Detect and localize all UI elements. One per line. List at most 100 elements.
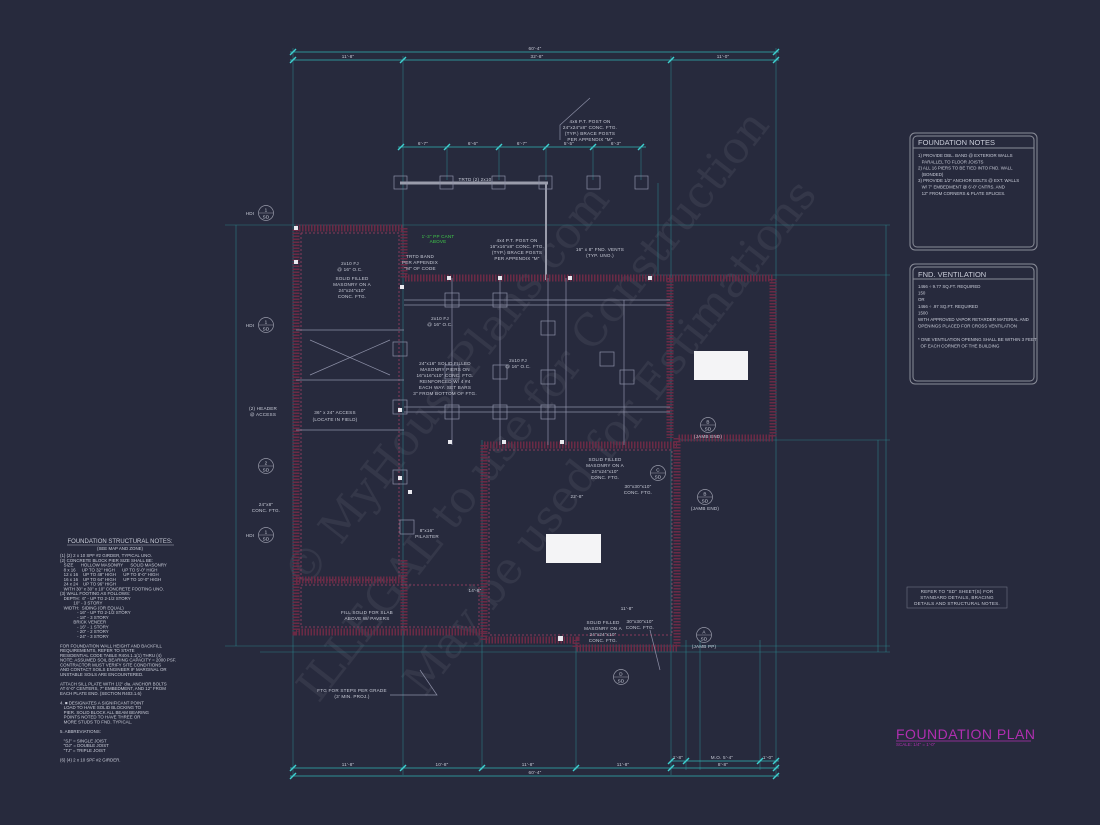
svg-text:SD: SD bbox=[702, 499, 709, 504]
note-line: - 16" - UP TO 2-1/2 STORY bbox=[60, 610, 131, 615]
svg-text:SD: SD bbox=[263, 327, 270, 332]
svg-text:DETAILS AND STRUCTURAL NOTES.: DETAILS AND STRUCTURAL NOTES. bbox=[914, 601, 1000, 606]
svg-text:SD: SD bbox=[655, 475, 662, 480]
svg-text:PILASTER: PILASTER bbox=[415, 534, 439, 539]
svg-text:(2) HEADER: (2) HEADER bbox=[249, 406, 278, 411]
svg-text:SOLID FILLED: SOLID FILLED bbox=[586, 620, 620, 625]
note-line: "TJ" = TRIPLE JOIST bbox=[60, 748, 106, 753]
svg-text:SOLID FILLED: SOLID FILLED bbox=[335, 276, 369, 281]
note-line: 2) ALL 16 PIERS TO BE TIED INTO FND. WAL… bbox=[918, 166, 1013, 171]
svg-text:TRTD BAND: TRTD BAND bbox=[406, 254, 434, 259]
svg-text:ABOVE W/ PAVERS: ABOVE W/ PAVERS bbox=[345, 616, 390, 621]
svg-text:@ 16" O.C.: @ 16" O.C. bbox=[427, 322, 452, 327]
svg-text:1'-3" PP CANT: 1'-3" PP CANT bbox=[422, 234, 455, 239]
note-line: - 20" - 2 STORY bbox=[60, 629, 109, 634]
svg-text:CONC. FTG.: CONC. FTG. bbox=[624, 490, 653, 495]
svg-text:TRTD (2) 2x10: TRTD (2) 2x10 bbox=[459, 177, 492, 182]
svg-text:8'-8": 8'-8" bbox=[718, 762, 728, 767]
svg-text:14'-8": 14'-8" bbox=[469, 588, 482, 593]
ventilation-box: FND. VENTILATION 1466 ÷ 9.77 SQ.FT. REQU… bbox=[909, 263, 1038, 385]
note-line: 4. ■ DESIGNATES A SIGNIFICANT POINT bbox=[60, 700, 144, 705]
section-marker: DSD bbox=[613, 669, 629, 685]
svg-text:1'-8": 1'-8" bbox=[673, 755, 683, 760]
note-line: (3) WALL FOOTING AS FOLLOWS: bbox=[60, 591, 130, 596]
svg-text:PER APPENDIX: PER APPENDIX bbox=[402, 260, 438, 265]
note-line: RESIDENTIAL CODE TABLE R404.1.1(1) THRU … bbox=[60, 653, 162, 658]
note-line: 16 x 16 UP TO 64" HIGH UP TO 10'-0" HIGH bbox=[60, 577, 161, 582]
svg-text:24"x24"x10": 24"x24"x10" bbox=[591, 469, 618, 474]
note-line: 8 x 16 UP TO 32" HIGH UP TO 5'-0" HIGH bbox=[60, 567, 157, 572]
note-line: "DJ" = DOUBLE JOIST bbox=[60, 743, 109, 748]
note-line: CONTRACTOR MUST VERIFY SITE CONDITIONS bbox=[60, 662, 161, 667]
note-line: BRICK VENEER bbox=[60, 620, 106, 625]
svg-text:(JAMB END): (JAMB END) bbox=[694, 434, 723, 439]
note-line: SIZE HOLLOW MASONRY SOLID MASONRY bbox=[60, 563, 167, 568]
drawing-title: FOUNDATION PLAN bbox=[896, 726, 1035, 742]
callout-access-side: (2) HEADER@ ACCESS bbox=[249, 406, 278, 417]
svg-text:6'-7": 6'-7" bbox=[418, 141, 428, 146]
svg-text:CONC. FTG.: CONC. FTG. bbox=[626, 625, 655, 630]
svg-text:3" FROM BOTTOM OF FTG.: 3" FROM BOTTOM OF FTG. bbox=[413, 391, 477, 396]
svg-text:"M" OF CODE: "M" OF CODE bbox=[404, 266, 436, 271]
svg-text:EACH WAY. SET BARS: EACH WAY. SET BARS bbox=[419, 385, 471, 390]
svg-text:11'-8": 11'-8" bbox=[342, 54, 355, 59]
note-line: WITH 30" x 30" x 10" CONCRETE FOOTING UN… bbox=[60, 586, 164, 591]
svg-text:36" x 24" ACCESS: 36" x 24" ACCESS bbox=[314, 410, 355, 415]
svg-text:10'-8": 10'-8" bbox=[436, 762, 449, 767]
svg-text:2x10 FJ: 2x10 FJ bbox=[341, 261, 359, 266]
callout-ftg-mid: 30"x30"x10"CONC. FTG. bbox=[624, 484, 653, 495]
note-line: 10" - 3 STORY bbox=[60, 601, 102, 606]
svg-text:B: B bbox=[703, 492, 706, 497]
callout-joist2: 2x10 FJ@ 16" O.C. bbox=[427, 316, 452, 327]
svg-text:PER APPENDIX "M": PER APPENDIX "M" bbox=[567, 137, 612, 142]
svg-text:SD: SD bbox=[705, 427, 712, 432]
svg-text:11'-8": 11'-8" bbox=[617, 762, 630, 767]
svg-text:(TYP.) BRACE POSTS: (TYP.) BRACE POSTS bbox=[565, 131, 615, 136]
svg-text:24"x24"x8" CONC. FTG.: 24"x24"x8" CONC. FTG. bbox=[563, 125, 617, 130]
note-line: 1466 ÷ 9.77 SQ.FT. REQUIRED bbox=[918, 284, 980, 289]
structural-notes: FOUNDATION STRUCTURAL NOTES: (SEE MAP AN… bbox=[60, 539, 176, 762]
svg-text:SD: SD bbox=[263, 215, 270, 220]
svg-text:24"x24"x10": 24"x24"x10" bbox=[338, 288, 365, 293]
svg-text:2x10 FJ: 2x10 FJ bbox=[509, 358, 527, 363]
refer-note: REFER TO "SD" SHEET(S) FOR STANDARD DETA… bbox=[906, 586, 1008, 609]
structural-notes-title: FOUNDATION STRUCTURAL NOTES: bbox=[67, 539, 172, 545]
callout-joist3: 2x10 FJ@ 16" O.C. bbox=[505, 358, 530, 369]
svg-text:16"x16"x8" CONC. FTG.: 16"x16"x8" CONC. FTG. bbox=[490, 244, 544, 249]
bottom-dimensions: 11'-8" 10'-8" 11'-8" 11'-8" 1'-8" M.O. 5… bbox=[289, 755, 780, 780]
svg-text:MASONRY ON A: MASONRY ON A bbox=[586, 463, 624, 468]
note-line: - 24" - 3 STORY bbox=[60, 634, 109, 639]
note-line: MORE STUDS TO FND. TYPICAL. bbox=[60, 719, 132, 724]
note-line: 12" FROM CORNERS & PLATE SPLICES. bbox=[918, 191, 1005, 196]
svg-text:2: 2 bbox=[265, 461, 268, 466]
room-label-block bbox=[694, 351, 748, 380]
section-marker: ASD(JAMB PP) bbox=[692, 627, 716, 649]
section-marker: BSD(JAMB END) bbox=[694, 417, 723, 439]
svg-text:SD: SD bbox=[701, 637, 708, 642]
svg-text:MASONRY ON A: MASONRY ON A bbox=[584, 626, 622, 631]
note-line: OPENINGS PLACED FOR CROSS VENTILATION bbox=[918, 324, 1017, 329]
svg-text:1'-0": 1'-0" bbox=[763, 755, 773, 760]
callout-pilaster: 8"x16"PILASTER bbox=[415, 528, 439, 539]
callout-steps: FTG FOR STEPS PER GRADE(3' MIN. PROJ.) bbox=[317, 688, 386, 699]
foundation-notes-title: FOUNDATION NOTES bbox=[918, 138, 995, 147]
svg-text:CONC. FTG.: CONC. FTG. bbox=[252, 508, 281, 513]
room-label-block bbox=[546, 534, 601, 563]
dim-overall-bottom: 60'-4" bbox=[529, 770, 542, 775]
note-line: FOR FOUNDATION WALL HEIGHT AND BACKFILL bbox=[60, 643, 163, 648]
svg-text:FILL SOLID FOR SLAB: FILL SOLID FOR SLAB bbox=[341, 610, 393, 615]
svg-text:CONC. FTG.: CONC. FTG. bbox=[591, 475, 620, 480]
section-marker: BSD(JAMB END) bbox=[691, 489, 719, 511]
svg-text:@ 16" O.C.: @ 16" O.C. bbox=[505, 364, 530, 369]
svg-text:1: 1 bbox=[265, 320, 268, 325]
svg-text:16" x 8" FND. VENTS: 16" x 8" FND. VENTS bbox=[576, 247, 624, 252]
